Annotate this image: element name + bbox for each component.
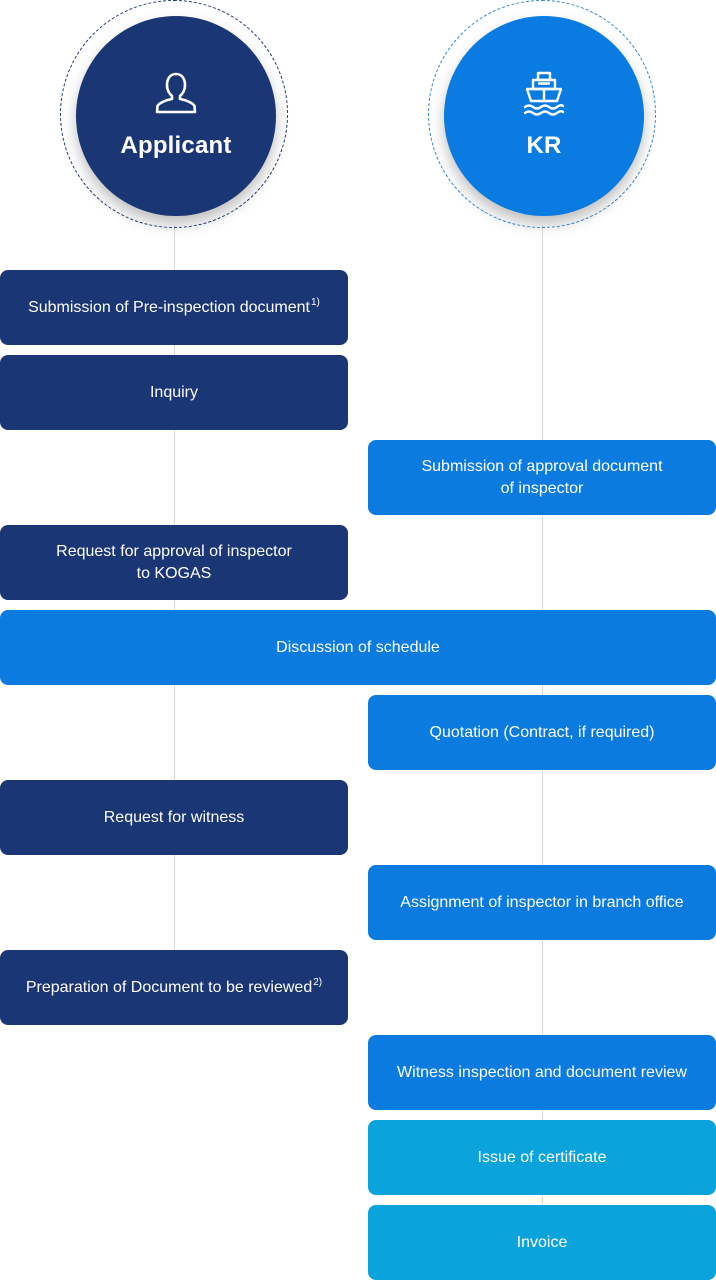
step-text: Discussion of schedule [276, 638, 440, 656]
footnote-mark: 1) [311, 297, 320, 309]
step-text-line1: Request for approval of inspector [56, 542, 292, 560]
step-text: Preparation of Document to be reviewed2) [25, 977, 323, 996]
step-text: Issue of certificate [477, 1148, 607, 1166]
ship-icon [523, 71, 565, 116]
step-text-line2: to KOGAS [136, 564, 212, 582]
step-request-for-witness: Request for witness [0, 780, 348, 855]
step-invoice: Invoice [368, 1205, 716, 1280]
step-text: Witness inspection and document review [397, 1063, 687, 1081]
step-text: Invoice [516, 1233, 568, 1251]
applicant-label: Applicant [120, 132, 232, 159]
step-assignment-of-inspector: Assignment of inspector in branch office [368, 865, 716, 940]
step-text-line1: Submission of approval document [421, 457, 663, 475]
footnote-mark: 2) [313, 977, 323, 989]
applicant-circle: Applicant [76, 16, 276, 216]
step-inquiry: Inquiry [0, 355, 348, 430]
kr-actor: KR [428, 0, 660, 232]
applicant-actor: Applicant [60, 0, 292, 232]
step-text: Assignment of inspector in branch office [400, 893, 684, 911]
step-text: Inquiry [149, 383, 199, 401]
step-submission-approval-document: Submission of approval document of inspe… [368, 440, 716, 515]
kr-circle: KR [444, 16, 644, 216]
step-witness-inspection: Witness inspection and document review [368, 1035, 716, 1110]
step-text: Quotation (Contract, if required) [429, 723, 655, 741]
applicant-ring [60, 0, 288, 228]
step-issue-of-certificate: Issue of certificate [368, 1120, 716, 1195]
step-preparation-of-document: Preparation of Document to be reviewed2) [0, 950, 348, 1025]
step-text: Submission of Pre-inspection document1) [28, 297, 320, 316]
step-request-approval-kogas: Request for approval of inspector to KOG… [0, 525, 348, 600]
person-icon [155, 72, 197, 114]
step-discussion-of-schedule: Discussion of schedule [0, 610, 716, 685]
kr-ring [428, 0, 656, 228]
kr-label: KR [526, 132, 562, 159]
step-text: Request for witness [103, 808, 245, 826]
step-submission-pre-inspection-document: Submission of Pre-inspection document1) [0, 270, 348, 345]
step-text-line2: of inspector [500, 479, 584, 497]
step-quotation: Quotation (Contract, if required) [368, 695, 716, 770]
